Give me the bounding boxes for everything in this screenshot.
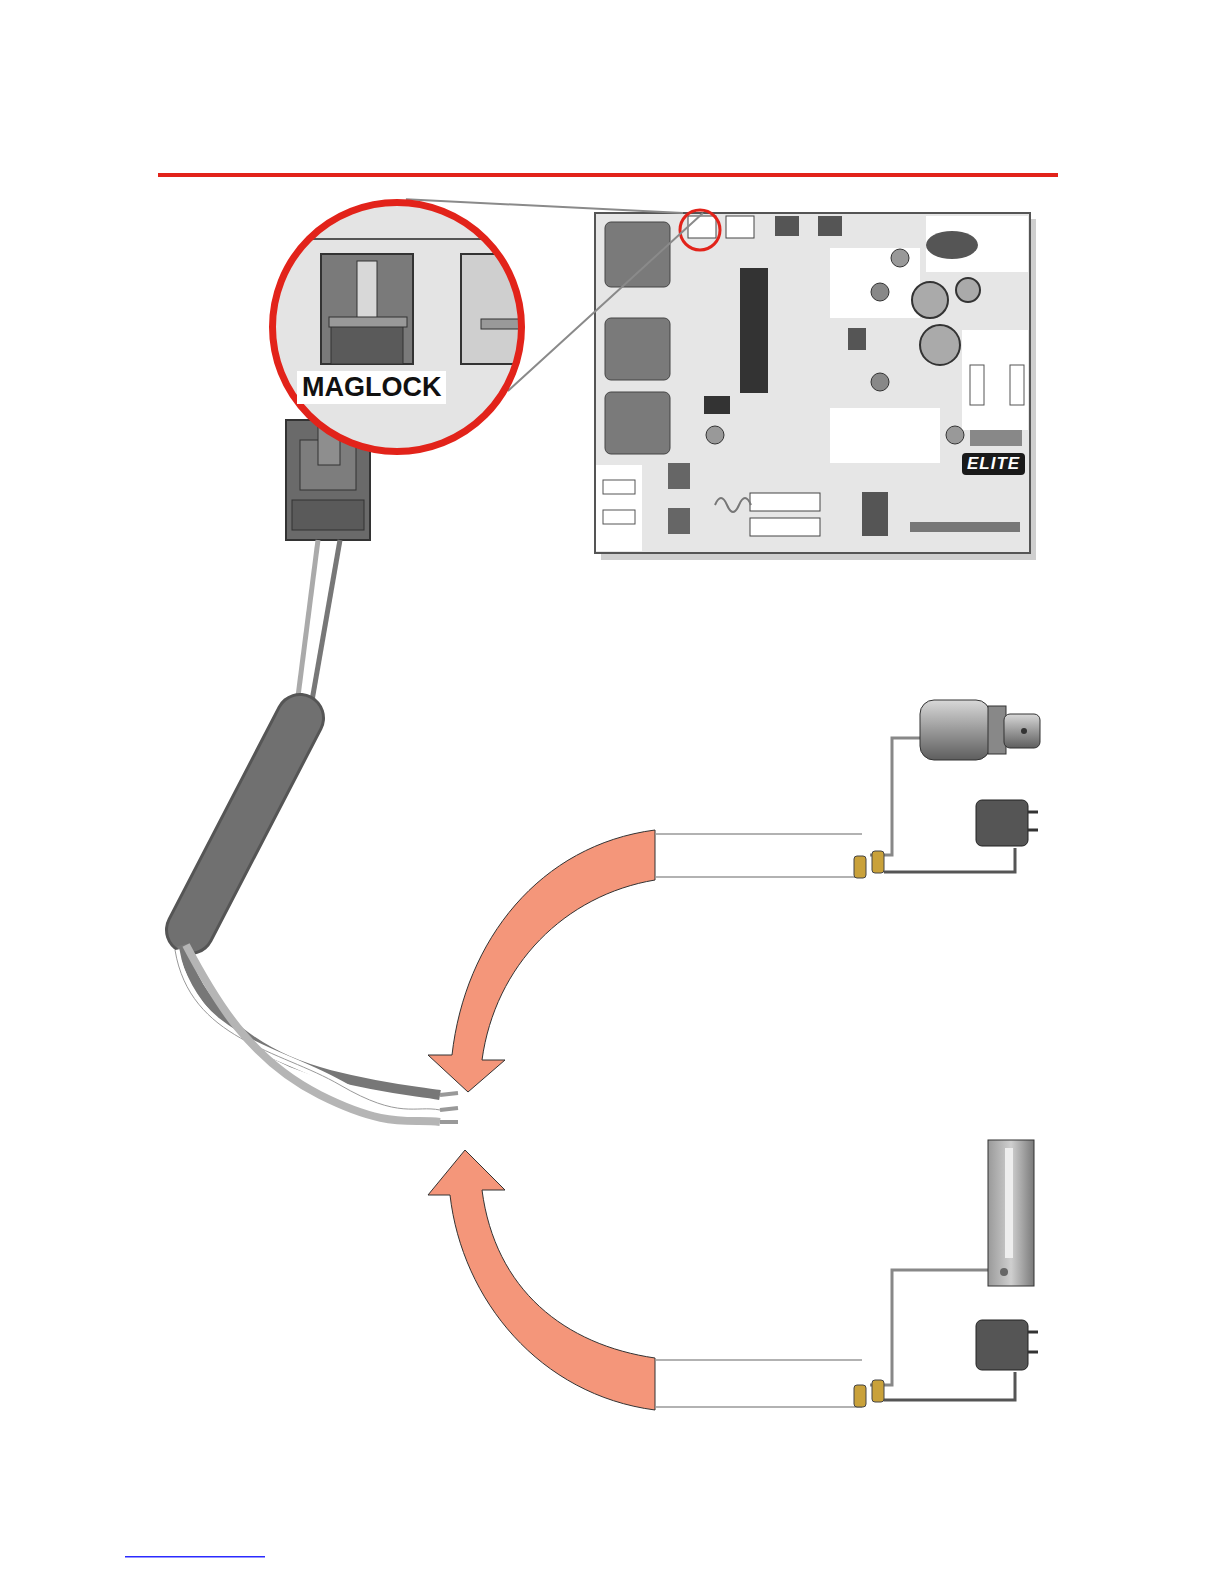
magnetic-lock	[655, 1140, 1038, 1407]
circuit-board	[595, 210, 1036, 560]
connector-label: MAGLOCK	[297, 371, 446, 404]
zoom-circle-outline	[269, 199, 525, 455]
curved-arrow	[428, 1150, 655, 1410]
header-rule	[158, 173, 1058, 177]
circuit-board: ELITE	[595, 213, 1030, 553]
link-underline	[125, 1556, 265, 1558]
cable	[175, 540, 458, 1122]
curved-arrow	[428, 830, 655, 1092]
solenoid-lock	[655, 700, 1040, 878]
zoom-circle: MAGLOCK	[269, 199, 525, 455]
brand-logo: ELITE	[962, 453, 1025, 475]
